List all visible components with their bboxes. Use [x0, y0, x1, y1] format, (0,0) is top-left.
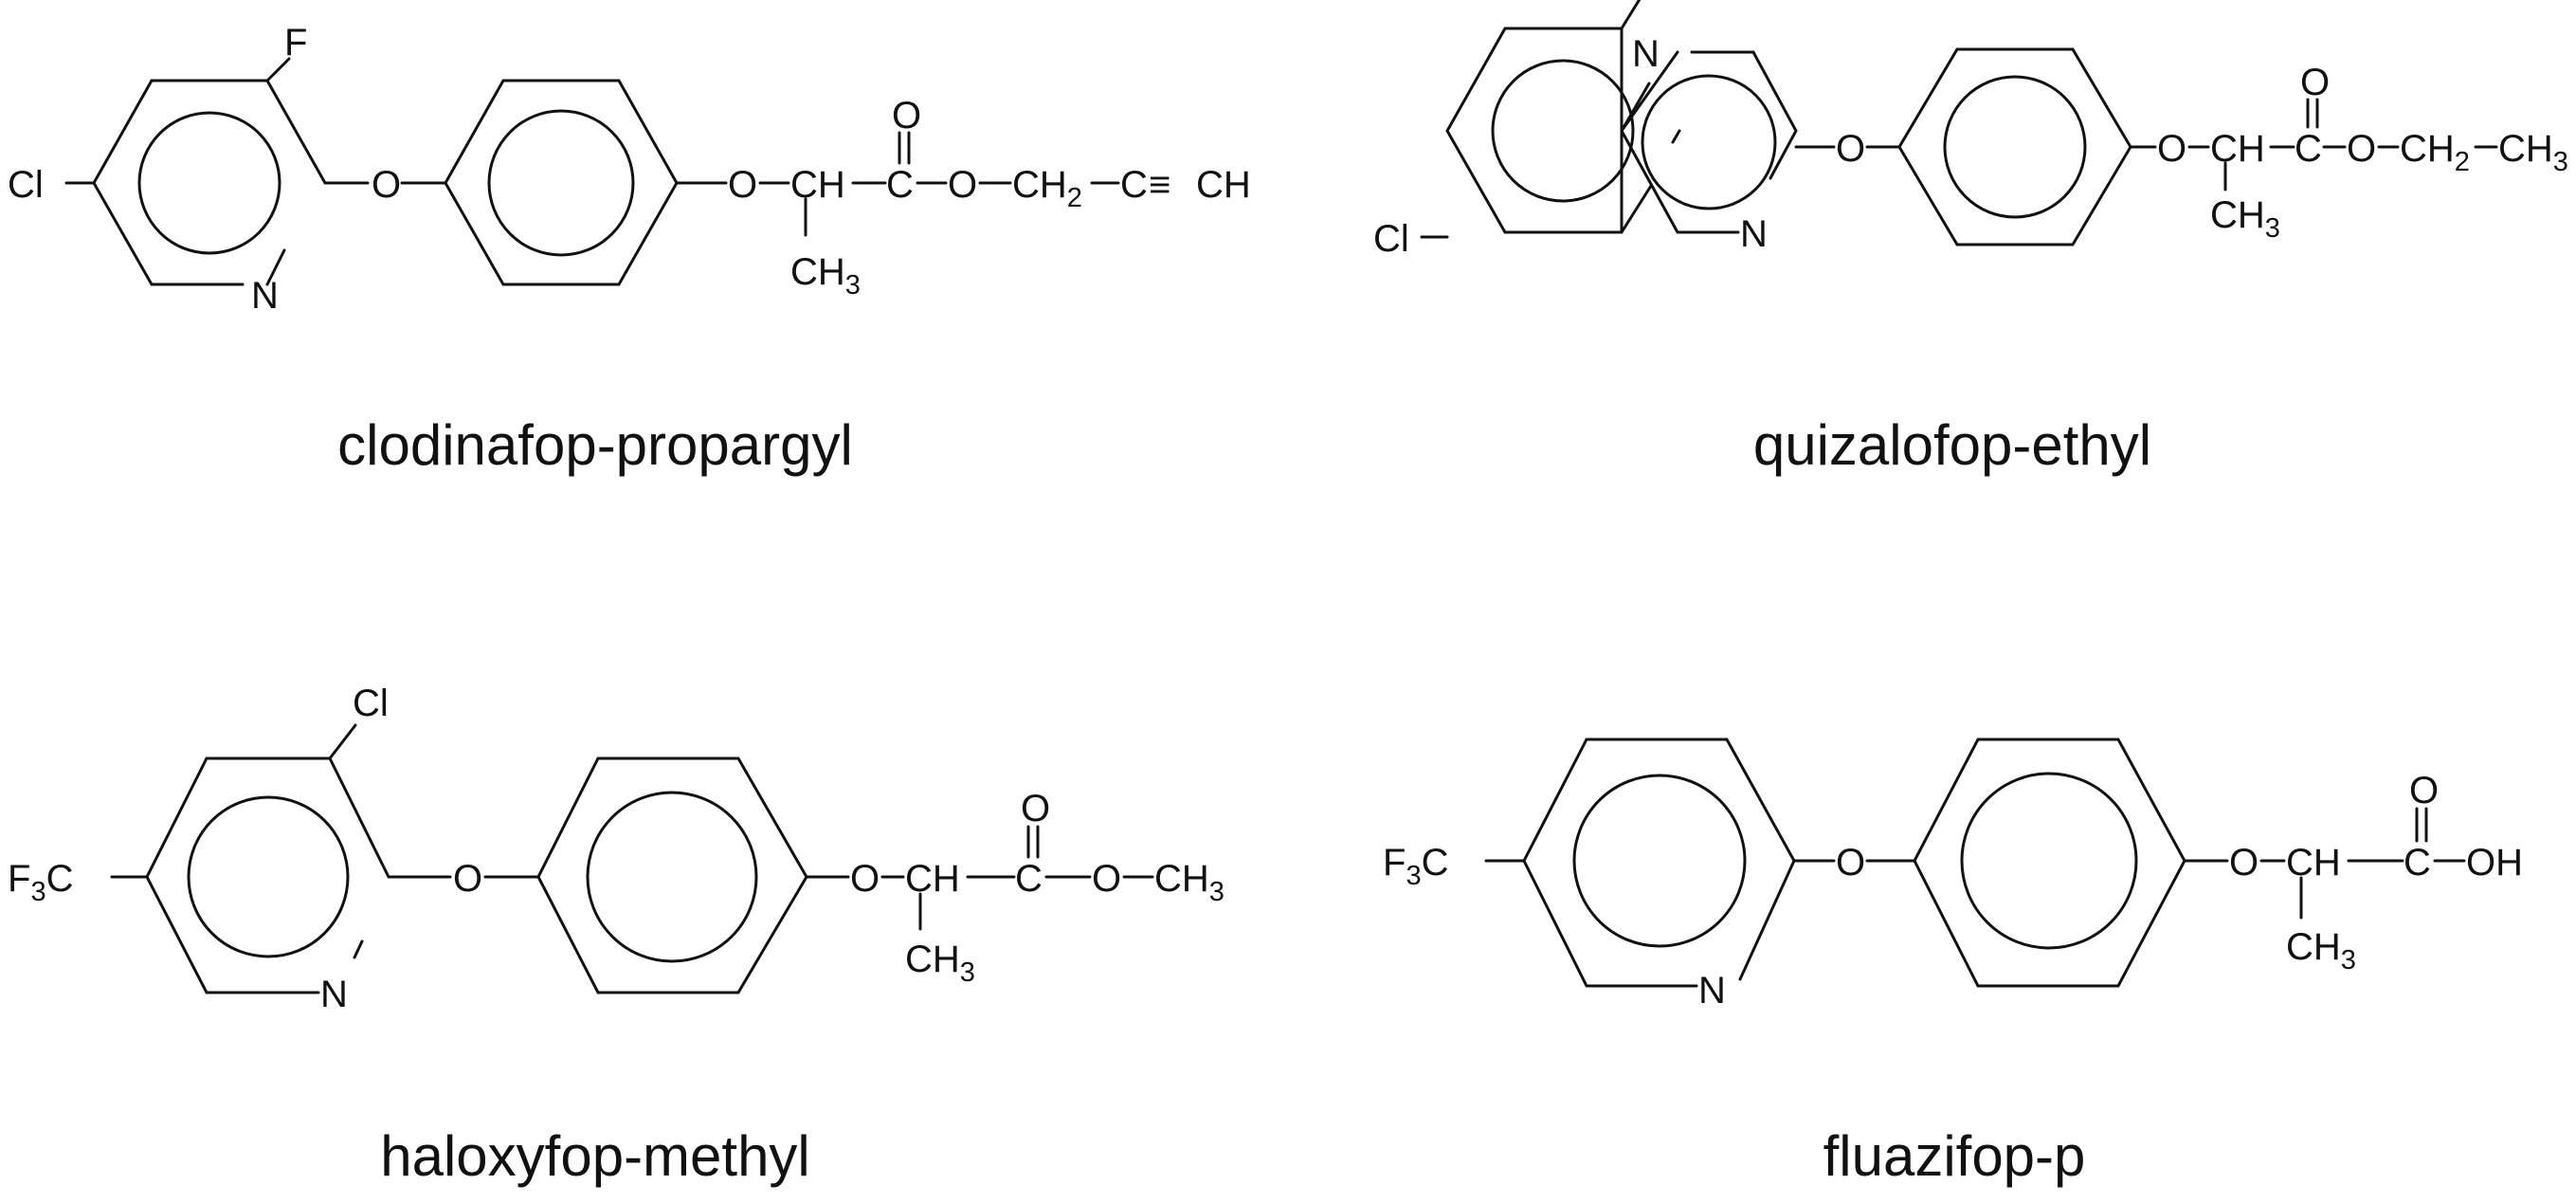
atom-c: C	[2404, 842, 2431, 884]
bond-cl	[328, 723, 357, 760]
ring-pyridine-haloxyfop	[145, 756, 390, 994]
caption-fluazifop-p: fluazifop-p	[1823, 1124, 2086, 1188]
atom-c: C	[886, 164, 914, 206]
atom-ch: CH	[905, 858, 960, 900]
atom-oh: OH	[2466, 842, 2523, 884]
atom-ch: CH	[790, 164, 845, 206]
atom-carbonyl-o: O	[1021, 788, 1050, 829]
atom-side-o: O	[2157, 128, 2186, 170]
ring-pyrazine-main	[1620, 50, 1798, 234]
atom-cf3: F3C	[8, 858, 73, 907]
atom-carbonyl-o: O	[2409, 770, 2439, 811]
atom-side-o: O	[728, 164, 757, 206]
caption-clodinafop-propargyl: clodinafop-propargyl	[337, 413, 853, 477]
atom-carbonyl-o: O	[892, 95, 921, 137]
atom-f: F	[284, 22, 307, 64]
ring-pyrazine-quizalofop	[1620, 0, 1681, 234]
atom-cl: Cl	[353, 683, 389, 724]
ring-pyridine-fluazifop	[1522, 738, 1796, 988]
atom-ether-o: O	[1836, 842, 1865, 884]
atom-ring-n-bottom: N	[1740, 213, 1768, 255]
atom-cl: Cl	[8, 164, 44, 206]
ring-phenyl-haloxyfop	[536, 756, 808, 994]
atom-ch3: CH3	[790, 251, 861, 301]
ring-phenyl-quizalofop	[1897, 47, 2132, 246]
atom-ch-alkyne: CH	[1196, 164, 1251, 206]
atom-carbonyl-o: O	[2300, 62, 2330, 103]
atom-cf3: F3C	[1383, 842, 1448, 891]
caption-quizalofop-ethyl: quizalofop-ethyl	[1753, 413, 2151, 477]
atom-ch2: CH2	[2400, 128, 2470, 177]
caption-haloxyfop-methyl: haloxyfop-methyl	[380, 1124, 810, 1188]
atom-ester-o: O	[2347, 128, 2376, 170]
atom-ether-o: O	[1836, 128, 1865, 170]
ring-phenyl-fluazifop	[1913, 738, 2186, 988]
ring-phenyl-clodinafop	[444, 79, 679, 286]
atom-ch3: CH3	[905, 939, 975, 988]
atom-ch2: CH2	[1012, 164, 1082, 213]
structure-quizalofop-ethyl: N N Cl O O CH CH3 C O O CH2 CH3 quizalof…	[1373, 0, 2568, 477]
atom-ch: CH	[2286, 842, 2341, 884]
ring-pyridine-clodinafop	[92, 79, 327, 286]
structure-fluazifop-p: F3C N O O CH CH3 C O OH fluazifop-p	[1383, 738, 2523, 1188]
atom-ch3: CH3	[2286, 926, 2356, 975]
atom-ether-o: O	[372, 164, 401, 206]
atom-c: C	[2295, 128, 2322, 170]
atom-ch: CH	[2210, 128, 2265, 170]
atom-ring-n: N	[320, 974, 348, 1015]
atom-ether-o: O	[453, 858, 482, 900]
atom-ch3-end: CH3	[2498, 128, 2568, 177]
atom-cl: Cl	[1373, 218, 1409, 260]
atom-side-o: O	[850, 858, 880, 900]
atom-c-alkyne: C	[1120, 164, 1148, 206]
atom-ring-n: N	[1698, 970, 1726, 1012]
bond-f	[265, 57, 291, 82]
structure-clodinafop-propargyl: F Cl N O O CH CH3 C O O CH2 C ≡ CH clodi…	[8, 22, 1251, 477]
atom-ester-o: O	[1092, 858, 1121, 900]
atom-ring-n-top: N	[1632, 33, 1660, 75]
triple-bond: ≡	[1149, 164, 1170, 206]
structure-haloxyfop-methyl: Cl F3C N O O CH CH3 C O O CH3 haloxyfop-…	[8, 683, 1225, 1188]
atom-side-o: O	[2229, 842, 2259, 884]
atom-c: C	[1015, 858, 1043, 900]
atom-ester-o: O	[948, 164, 977, 206]
atom-ch3-end: CH3	[1154, 858, 1225, 907]
atom-ch3: CH3	[2210, 194, 2280, 244]
atom-ring-n: N	[251, 275, 279, 317]
ring-benzo-quizalofop	[1445, 27, 1635, 234]
